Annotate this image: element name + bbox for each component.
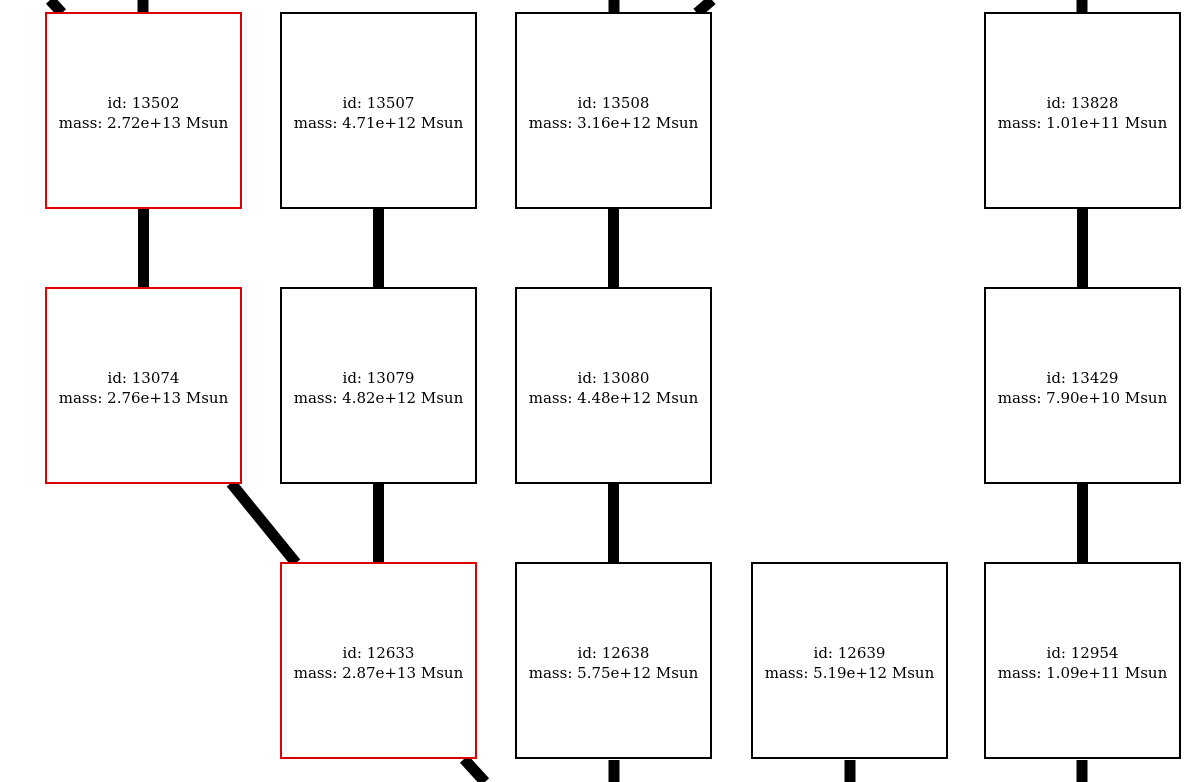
halo-box: [45, 287, 242, 484]
halo-id-label: id: 13080: [578, 369, 650, 387]
halo-mass-label: mass: 7.90e+10 Msun: [998, 389, 1168, 407]
halo-box: [515, 12, 712, 209]
halo-id-label: id: 13074: [108, 369, 180, 387]
halo-box: [45, 12, 242, 209]
halo-mass-label: mass: 4.71e+12 Msun: [294, 114, 464, 132]
edges-layer: [45, 0, 1088, 782]
halo-node-12638: id: 12638 mass: 5.75e+12 Msun: [515, 562, 712, 759]
halo-box: [280, 287, 477, 484]
halo-node-13828: id: 13828 mass: 1.01e+11 Msun: [984, 12, 1181, 209]
halo-box: [280, 562, 477, 759]
halo-mass-label: mass: 1.09e+11 Msun: [998, 664, 1168, 682]
halo-box: [515, 287, 712, 484]
halo-box: [751, 562, 948, 759]
halo-id-label: id: 13508: [578, 94, 650, 112]
halo-node-13502: id: 13502 mass: 2.72e+13 Msun: [45, 12, 242, 209]
edge-offscreen-13502-upper-left: [45, 0, 67, 17]
halo-mass-label: mass: 3.16e+12 Msun: [529, 114, 699, 132]
halo-node-12954: id: 12954 mass: 1.09e+11 Msun: [984, 562, 1181, 759]
halo-node-12639: id: 12639 mass: 5.19e+12 Msun: [751, 562, 948, 759]
edge-offscreen-12633-down: [459, 755, 490, 782]
halo-id-label: id: 12639: [814, 644, 886, 662]
halo-mass-label: mass: 2.76e+13 Msun: [59, 389, 229, 407]
halo-box: [515, 562, 712, 759]
halo-node-13508: id: 13508 mass: 3.16e+12 Msun: [515, 12, 712, 209]
halo-node-13074: id: 13074 mass: 2.76e+13 Msun: [45, 287, 242, 484]
edge-13074-12633: [226, 479, 301, 567]
edge-offscreen-13508-upper-right: [693, 0, 716, 18]
halo-mass-label: mass: 4.48e+12 Msun: [529, 389, 699, 407]
halo-mass-label: mass: 2.72e+13 Msun: [59, 114, 229, 132]
halo-mass-label: mass: 1.01e+11 Msun: [998, 114, 1168, 132]
halo-mass-label: mass: 5.75e+12 Msun: [529, 664, 699, 682]
halo-id-label: id: 12633: [343, 644, 415, 662]
halo-id-label: id: 13429: [1047, 369, 1119, 387]
nodes-layer: id: 13502 mass: 2.72e+13 Msun id: 13507 mas…: [45, 12, 1181, 759]
halo-id-label: id: 13507: [343, 94, 415, 112]
halo-node-13429: id: 13429 mass: 7.90e+10 Msun: [984, 287, 1181, 484]
halo-id-label: id: 12638: [578, 644, 650, 662]
halo-node-12633: id: 12633 mass: 2.87e+13 Msun: [280, 562, 477, 759]
halo-node-13079: id: 13079 mass: 4.82e+12 Msun: [280, 287, 477, 484]
halo-node-13080: id: 13080 mass: 4.48e+12 Msun: [515, 287, 712, 484]
halo-node-13507: id: 13507 mass: 4.71e+12 Msun: [280, 12, 477, 209]
halo-id-label: id: 13828: [1047, 94, 1119, 112]
halo-mass-label: mass: 2.87e+13 Msun: [294, 664, 464, 682]
halo-box: [984, 12, 1181, 209]
halo-id-label: id: 12954: [1047, 644, 1119, 662]
halo-mass-label: mass: 4.82e+12 Msun: [294, 389, 464, 407]
halo-id-label: id: 13502: [108, 94, 180, 112]
halo-box: [984, 287, 1181, 484]
halo-mass-label: mass: 5.19e+12 Msun: [765, 664, 935, 682]
halo-box: [984, 562, 1181, 759]
halo-id-label: id: 13079: [343, 369, 415, 387]
halo-box: [280, 12, 477, 209]
